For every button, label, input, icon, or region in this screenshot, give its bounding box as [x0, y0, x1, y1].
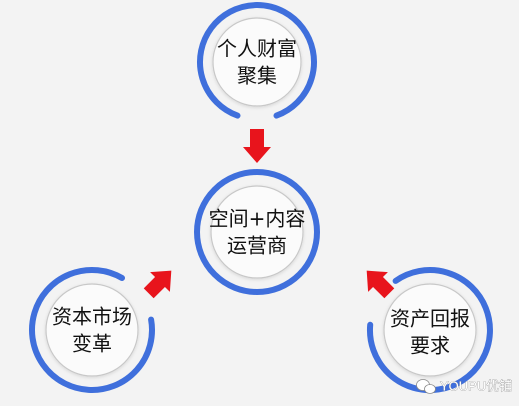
node-left-line1: 资本市场: [52, 305, 132, 329]
node-center-circle: [210, 185, 304, 279]
watermark-text: YOUPU优铺: [440, 378, 512, 393]
node-top: 个人财富 聚集: [197, 2, 317, 119]
node-top-ring: [197, 2, 317, 119]
node-center-line1: 空间+内容: [209, 207, 306, 231]
node-left: 资本市场 变革: [29, 266, 155, 393]
node-top-circle: [212, 17, 302, 107]
watermark: YOUPU优铺: [416, 378, 513, 394]
node-center: 空间+内容 运营商: [194, 169, 320, 295]
node-left-circle: [45, 283, 139, 377]
node-left-line2: 变革: [72, 332, 112, 356]
arrow-right-to-center: [366, 270, 395, 299]
node-center-ring: [194, 169, 320, 295]
arrow-left-to-center: [143, 270, 172, 299]
node-right: 资产回报 要求: [366, 267, 493, 394]
wechat-icon: [416, 379, 436, 394]
node-center-line2: 运营商: [227, 234, 287, 258]
node-right-line1: 资产回报: [390, 307, 470, 331]
node-top-line1: 个人财富: [217, 37, 297, 61]
arrow-top-to-center: [243, 129, 271, 163]
node-top-line2: 聚集: [237, 64, 277, 88]
node-right-circle: [383, 283, 477, 377]
node-left-ring: [29, 266, 155, 393]
node-right-ring: [366, 267, 493, 394]
node-right-line2: 要求: [410, 334, 450, 358]
